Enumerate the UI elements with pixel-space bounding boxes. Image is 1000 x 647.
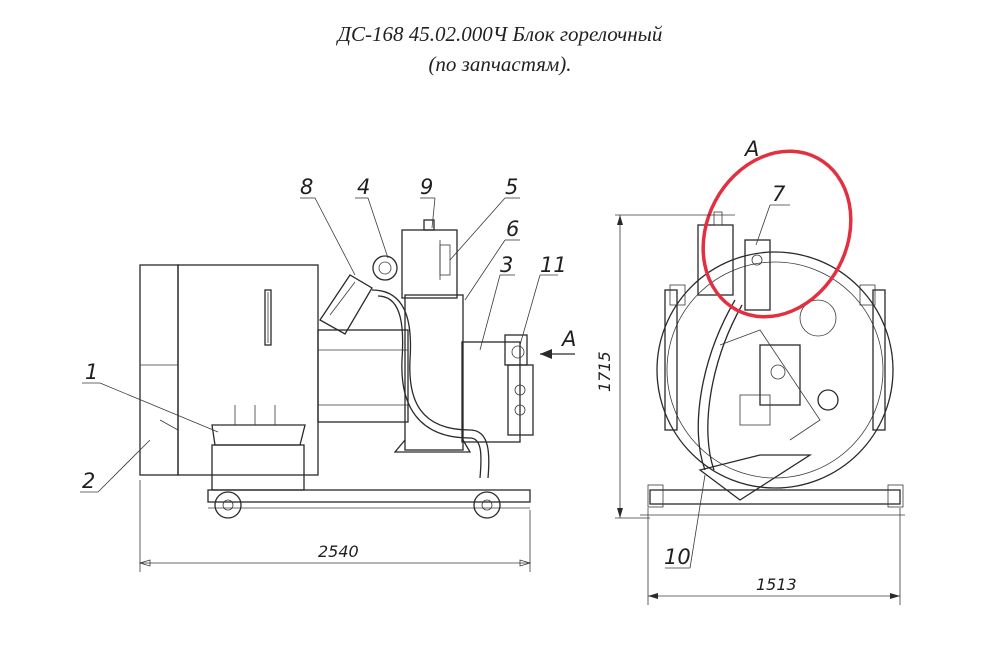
label-part-8: 8 [300, 175, 313, 199]
drum-circle [656, 251, 894, 489]
drawing-title-line1: ДС-168 45.02.000Ч Блок горелочный [337, 22, 663, 46]
burner-nozzle [319, 274, 373, 335]
front-hose [697, 299, 736, 471]
label-part-9: 9 [420, 175, 433, 199]
label-part-3: 3 [500, 253, 513, 277]
view-label-title: A [743, 137, 759, 161]
inspection-port [799, 299, 837, 337]
base-frame [207, 489, 531, 503]
housing-body [177, 264, 319, 476]
dimension-length: 2540 [318, 542, 359, 561]
burner-head [759, 344, 801, 406]
label-part-10: 10 [664, 545, 691, 569]
label-part-7: 7 [772, 182, 786, 206]
part-labels: 1 2 3 4 5 6 7 8 9 10 11 A A 2540 1513 17… [82, 137, 797, 594]
dimension-height: 1715 [595, 351, 614, 392]
hopper-body [211, 444, 305, 491]
drawing-title-line2: (по запчастям). [428, 52, 572, 76]
leader-lines [80, 197, 558, 493]
fan-column [404, 294, 464, 451]
wheel-right [473, 491, 501, 519]
valve-block [461, 341, 521, 443]
label-part-6: 6 [506, 217, 519, 241]
hopper-top [211, 424, 306, 446]
front-funnel [698, 454, 813, 501]
sight-window [264, 289, 272, 346]
label-part-1: 1 [85, 360, 98, 384]
highlight-ellipse [701, 149, 853, 319]
label-part-4: 4 [357, 175, 370, 199]
front-view-a [615, 149, 905, 605]
label-part-2: 2 [82, 469, 95, 493]
pump [372, 255, 398, 281]
label-part-11: 11 [540, 253, 567, 277]
dimension-width: 1513 [756, 575, 797, 594]
central-drum [317, 329, 409, 423]
wheel-left [214, 491, 242, 519]
fuel-hose [371, 289, 490, 479]
label-part-5: 5 [505, 175, 518, 199]
housing-front-panel [139, 264, 179, 476]
front-base [649, 489, 901, 505]
fuel-tank [401, 229, 458, 299]
front-pump-housing [744, 239, 771, 311]
view-label-arrow: A [560, 327, 576, 351]
